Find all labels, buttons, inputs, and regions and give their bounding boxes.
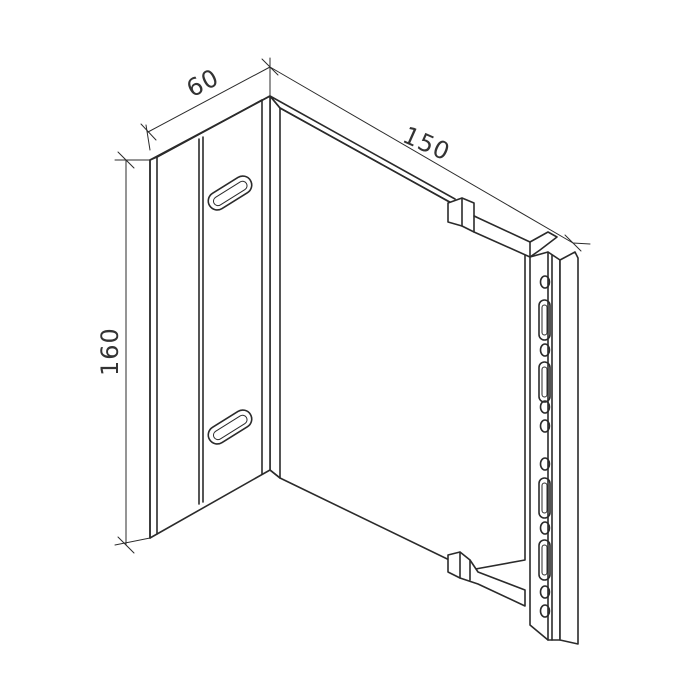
extension-line-150 <box>572 242 591 245</box>
rail-round-hole-1 <box>539 275 551 289</box>
rail-slot-4 <box>538 539 551 581</box>
dimension-lines <box>114 57 591 554</box>
slot-hole-lower <box>207 409 253 445</box>
rail-round-hole-3 <box>539 400 551 414</box>
rail-round-hole-8 <box>539 604 551 618</box>
extension-line-60-a <box>145 124 151 151</box>
rail-slot-2 <box>538 361 551 403</box>
dimension-tick-160-b <box>117 536 135 554</box>
right-rail-holes <box>538 275 551 618</box>
short-flange <box>149 95 281 539</box>
extension-line-160-b <box>114 537 151 546</box>
right-rail <box>529 251 579 645</box>
dimension-line-60 <box>147 66 271 133</box>
rail-round-hole-5 <box>539 457 551 471</box>
short-flange-slots <box>207 175 253 445</box>
dimension-label-160: 160 <box>96 327 124 376</box>
lower-hook <box>447 551 526 607</box>
slot-hole-upper <box>207 175 253 211</box>
upper-hook <box>447 197 558 258</box>
rail-slot-1 <box>538 299 551 341</box>
rail-round-hole-7 <box>539 585 551 599</box>
rail-round-hole-6 <box>539 521 551 535</box>
rail-slot-3 <box>538 477 551 519</box>
rail-round-hole-4 <box>539 419 551 433</box>
dimension-line-150 <box>269 66 574 244</box>
dimension-tick-60-a <box>140 123 157 141</box>
long-flange-top-edge <box>269 95 456 206</box>
rail-round-hole-2 <box>539 343 551 357</box>
